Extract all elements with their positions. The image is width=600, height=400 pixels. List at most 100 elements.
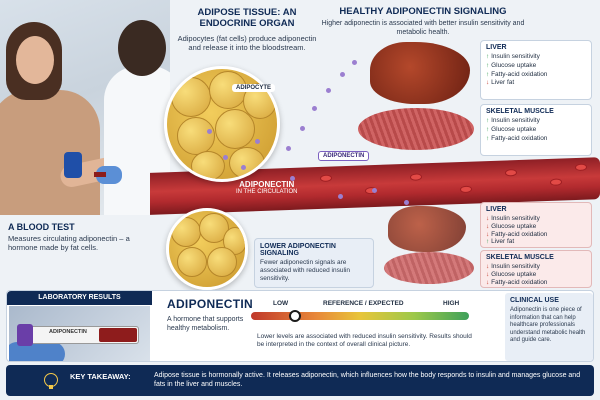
blood-test-text: Measures circulating adiponectin – a hor… xyxy=(8,234,130,253)
adipocyte-cell xyxy=(229,147,265,179)
tube-cap xyxy=(17,324,33,346)
healthy-title: HEALTHY ADIPONECTIN SIGNALING xyxy=(339,6,507,17)
adiponectin-molecule xyxy=(326,88,331,93)
key-takeaway-text: Adipose tissue is hormonally active. It … xyxy=(154,372,581,389)
adipocyte-label: ADIPOCYTE xyxy=(232,84,276,92)
healthy-liver-card: LIVER ↑ Insulin sensitivity ↑ Glucose up… xyxy=(480,40,592,100)
red-blood-cell xyxy=(320,174,332,182)
clinical-use-title: CLINICAL USE xyxy=(510,297,559,304)
reference-scale-bar xyxy=(251,310,469,322)
arrow-down-icon: ↓ xyxy=(486,263,490,270)
healthy-section: HEALTHY ADIPONECTIN SIGNALING Higher adi… xyxy=(318,6,528,38)
hormone-name: ADIPONECTIN xyxy=(167,297,253,311)
lab-results-panel: LABORATORY RESULTS ADIPONECTIN ADIPONECT… xyxy=(6,290,594,362)
lower-liver-title: LIVER xyxy=(486,206,507,213)
row-text: Fatty-acid oxidation xyxy=(491,278,548,286)
clinical-use-box: CLINICAL USE Adiponectin is one piece of… xyxy=(505,293,593,361)
adiponectin-molecule xyxy=(290,176,295,181)
row-text: Fatty-acid oxidation xyxy=(491,134,548,142)
red-blood-cell xyxy=(550,178,562,186)
lower-liver-row: ↓ Insulin sensitivity xyxy=(486,215,586,223)
result-marker xyxy=(288,310,301,322)
adiponectin-molecule xyxy=(312,106,317,111)
arrow-up-icon: ↑ xyxy=(486,61,490,69)
adiponectin-molecule xyxy=(352,60,357,65)
lower-muscle-row: ↓ Insulin sensitivity xyxy=(486,263,586,271)
row-text: Glucose uptake xyxy=(491,270,537,278)
healthy-liver-title: LIVER xyxy=(486,44,507,51)
arrow-down-icon: ↓ xyxy=(486,222,490,230)
gloved-hand xyxy=(9,342,65,361)
row-text: Insulin sensitivity xyxy=(491,215,540,222)
adipocyte-cell xyxy=(191,151,225,179)
patient-face xyxy=(16,36,54,84)
blood-sample xyxy=(99,328,137,342)
lightbulb-icon xyxy=(44,373,58,389)
healthy-liver-row: ↑ Fatty-acid oxidation xyxy=(486,71,586,80)
lower-liver-row: ↓ Glucose uptake xyxy=(486,223,586,231)
tube-label: ADIPONECTIN xyxy=(49,329,87,335)
scale-note: Lower levels are associated with reduced… xyxy=(257,333,472,349)
clinical-use-text: Adiponectin is one piece of information … xyxy=(510,307,586,343)
row-text: Liver fat xyxy=(491,79,515,87)
healthy-text: Higher adiponectin is associated with be… xyxy=(321,20,525,36)
lower-signaling-box: LOWER ADIPONECTIN SIGNALING Fewer adipon… xyxy=(254,238,374,289)
arrow-up-icon: ↑ xyxy=(486,125,490,133)
adiponectin-molecule xyxy=(223,155,228,160)
arrow-up-icon: ↑ xyxy=(486,238,490,246)
lower-liver-row: ↑ Liver fat xyxy=(486,238,586,246)
row-text: Glucose uptake xyxy=(491,222,537,230)
row-text: Glucose uptake xyxy=(491,61,537,69)
adiponectin-molecule xyxy=(340,72,345,77)
row-text: Liver fat xyxy=(491,238,515,246)
arrow-up-icon: ↑ xyxy=(486,53,490,60)
adipocyte-cell xyxy=(207,247,237,277)
arrow-up-icon: ↑ xyxy=(486,70,490,78)
healthy-muscle-card: SKELETAL MUSCLE ↑ Insulin sensitivity ↑ … xyxy=(480,104,592,156)
red-blood-cell xyxy=(505,169,517,177)
lower-muscle-row: ↓ Fatty-acid oxidation xyxy=(486,279,586,287)
scale-low-label: LOW xyxy=(273,300,289,307)
lab-results-title: LABORATORY RESULTS xyxy=(7,291,152,305)
arrow-down-icon: ↓ xyxy=(486,79,490,87)
red-blood-cell xyxy=(410,173,422,181)
adiponectin-molecule xyxy=(404,200,409,205)
row-text: Glucose uptake xyxy=(491,125,537,133)
gloved-hand xyxy=(96,166,122,184)
adiponectin-molecule xyxy=(286,146,291,151)
lower-title: LOWER ADIPONECTIN SIGNALING xyxy=(260,243,336,257)
adiponectin-molecule xyxy=(207,129,212,134)
adipocyte-cell xyxy=(177,247,207,277)
adipose-text: Adipocytes (fat cells) produce adiponect… xyxy=(177,33,317,53)
blood-sample-photo: ADIPONECTIN xyxy=(9,306,150,361)
liver-illustration xyxy=(370,42,470,104)
muscle-illustration xyxy=(358,108,474,150)
arrow-down-icon: ↓ xyxy=(486,278,490,286)
adipocyte-cell xyxy=(171,217,201,247)
adiponectin-molecule xyxy=(300,126,305,131)
lower-liver-row: ↓ Fatty-acid oxidation xyxy=(486,231,586,239)
adiponectin-molecule xyxy=(241,165,246,170)
arrow-up-icon: ↑ xyxy=(486,134,490,142)
adipocyte-closeup-small xyxy=(166,208,248,290)
healthy-muscle-row: ↑ Glucose uptake xyxy=(486,126,586,135)
adipocyte-cell xyxy=(171,77,211,117)
row-text: Insulin sensitivity xyxy=(491,53,540,60)
row-text: Fatty-acid oxidation xyxy=(491,70,548,78)
tourniquet-cuff xyxy=(64,152,82,178)
adipocyte-cell xyxy=(215,109,255,149)
circulation-label: ADIPONECTIN IN THE CIRCULATION xyxy=(236,180,297,196)
blood-tube xyxy=(94,172,106,177)
blood-draw-photo xyxy=(0,0,170,215)
healthy-muscle-row: ↑ Fatty-acid oxidation xyxy=(486,135,586,144)
circulation-title: ADIPONECTIN xyxy=(239,180,295,189)
row-text: Fatty-acid oxidation xyxy=(491,230,548,238)
healthy-liver-row: ↑ Insulin sensitivity xyxy=(486,53,586,62)
red-blood-cell xyxy=(460,185,472,194)
adipocyte-cell xyxy=(177,117,215,155)
key-takeaway-label: KEY TAKEAWAY: xyxy=(70,372,131,381)
healthy-muscle-title: SKELETAL MUSCLE xyxy=(486,108,554,115)
lower-muscle-card: SKELETAL MUSCLE ↓ Insulin sensitivity ↓ … xyxy=(480,250,592,288)
scale-mid-label: REFERENCE / EXPECTED xyxy=(323,300,404,307)
arrow-up-icon: ↑ xyxy=(486,117,490,124)
